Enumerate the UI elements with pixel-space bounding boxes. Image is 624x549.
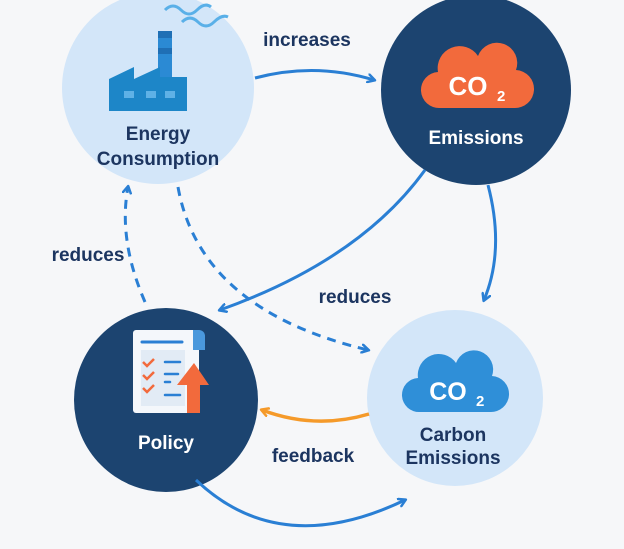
reduces-label-middle: reduces: [319, 287, 392, 308]
emissions-to-policy-arrow: [220, 169, 427, 310]
co2-text: CO: [449, 71, 488, 101]
policy-document-icon: [133, 330, 209, 413]
co2-subscript-carbon: 2: [476, 393, 484, 410]
energy-label-line2: Consumption: [97, 149, 219, 170]
co2-text-carbon: CO: [429, 378, 467, 406]
feedback-label: feedback: [272, 446, 355, 467]
policy-label: Policy: [138, 433, 194, 454]
energy-label-line1: Energy: [126, 124, 191, 145]
co2-cloud-icon-blue: CO 2: [401, 350, 510, 413]
policy-to-carbon-bottom-arrow: [194, 478, 405, 528]
increases-label: increases: [263, 30, 351, 51]
energy-to-carbon-dashed-arrow: [176, 186, 368, 350]
carbon-label-line2: Emissions: [405, 448, 500, 469]
carbon-label-line1: Carbon: [420, 425, 487, 446]
co2-subscript: 2: [497, 88, 505, 105]
emissions-to-carbon-arrow: [484, 184, 498, 300]
reduces-label-left: reduces: [52, 245, 125, 266]
policy-to-energy-dashed-arrow: [125, 187, 147, 303]
feedback-arrow: [262, 410, 370, 423]
factory-icon: [109, 3, 229, 111]
increases-arrow: [254, 69, 374, 80]
emissions-label: Emissions: [428, 128, 523, 149]
co2-cloud-icon: CO 2: [420, 42, 535, 109]
